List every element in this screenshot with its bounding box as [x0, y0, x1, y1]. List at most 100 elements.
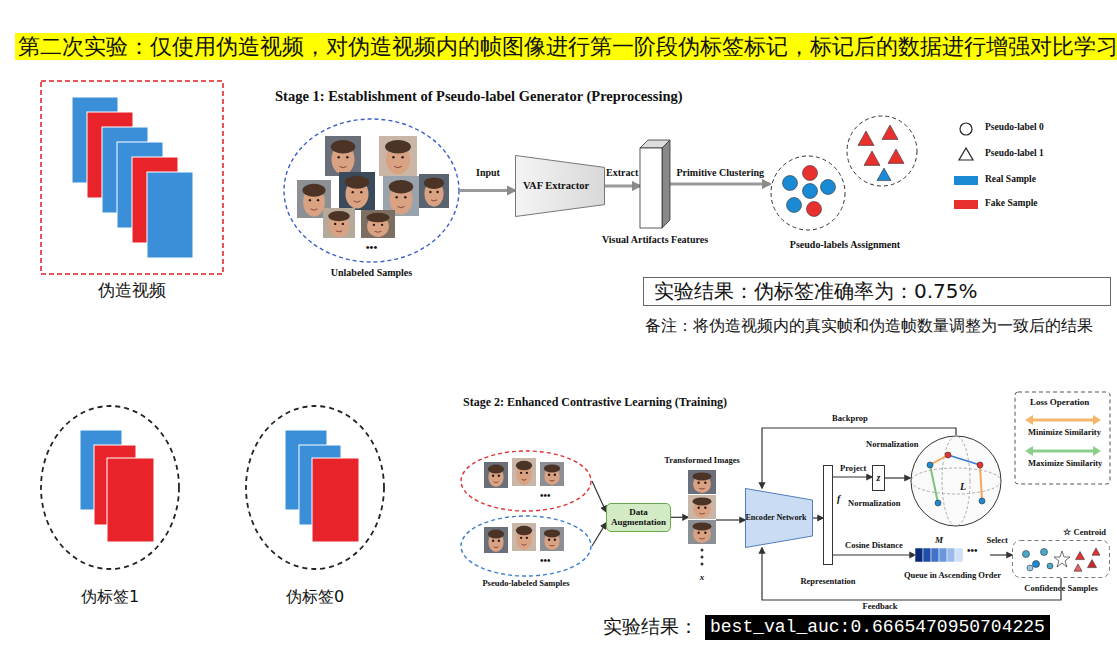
- drawing-part: [927, 462, 933, 468]
- ellipsis-text: •••: [540, 555, 551, 567]
- drawing-part: [554, 539, 556, 541]
- drawing-part: [339, 166, 346, 167]
- drawing-part: [1033, 561, 1040, 568]
- drawing-part: [360, 191, 362, 193]
- drawing-part: [516, 461, 532, 471]
- caption-text: Representation: [800, 577, 855, 587]
- drawing-part: [424, 177, 444, 189]
- drawing-part: [704, 482, 706, 484]
- drawing-part: [955, 548, 963, 562]
- edge-label: Backprop: [831, 414, 869, 424]
- drawing-part: [526, 537, 528, 539]
- legend-symbol: [959, 148, 973, 160]
- drawing-part: [697, 482, 699, 484]
- drawing-part: [540, 527, 564, 551]
- symbol-text: M: [935, 535, 943, 545]
- drawing-part: [397, 206, 404, 207]
- drawing-part: [461, 451, 591, 511]
- node-shape: [40, 405, 180, 570]
- drawing-part: [888, 149, 904, 163]
- extractor-trapezoid: VAF Extractor: [515, 155, 605, 217]
- drawing-part: [544, 464, 560, 472]
- drawing-part: [945, 452, 951, 458]
- drawing-part: [512, 458, 536, 486]
- drawing-part: [336, 231, 342, 232]
- legend-symbol: [960, 123, 972, 135]
- drawing-part: [381, 224, 383, 226]
- flow-arrow: [605, 185, 640, 188]
- augmentation-box: Data Augmentation: [606, 503, 671, 532]
- flow-arrow: [592, 481, 606, 512]
- flow-arrow: [762, 548, 1061, 600]
- drawing-part: [864, 151, 880, 165]
- drawing-part: [701, 563, 704, 566]
- slide-title: 第二次实验：仅使用伪造视频，对伪造视频内的帧图像进行第一阶段伪标签标记，标记后的…: [15, 33, 1117, 60]
- drawing-part: [512, 523, 536, 551]
- node-label: Encoder Network: [745, 513, 812, 522]
- drawing-part: [787, 198, 802, 213]
- drawing-part: [419, 174, 449, 208]
- drawing-part: [522, 544, 527, 546]
- flow-arrow: [833, 476, 872, 477]
- node-label: Data Augmentation: [611, 507, 666, 528]
- legend-heading: Loss Operation: [1030, 397, 1089, 407]
- drawing-part: [858, 131, 874, 145]
- legend-text: Maximize Similarity: [1028, 459, 1102, 469]
- ellipsis-text: •••: [540, 490, 551, 502]
- node-shape: [245, 405, 385, 570]
- edge-label: Project: [839, 464, 867, 474]
- flow-arrow: [716, 519, 745, 520]
- drawing-part: [701, 556, 704, 559]
- node-shape: [910, 435, 1002, 527]
- drawing-part: [337, 156, 339, 158]
- symbol-text: f: [837, 493, 840, 505]
- drawing-part: [688, 520, 716, 544]
- drawing-part: [342, 223, 344, 225]
- legend-text: Minimize Similarity: [1028, 428, 1101, 438]
- drawing-part: [704, 532, 706, 534]
- flow-arrow: [833, 554, 915, 555]
- edge-label: Normalization: [865, 440, 919, 450]
- sample-ellipse: •••Pseudo-labeled Samples: [460, 515, 592, 577]
- drawing-part: [704, 507, 706, 509]
- drawing-part: [328, 211, 350, 221]
- drawing-part: [699, 488, 705, 490]
- node-shape: [688, 470, 716, 570]
- drawing-part: [948, 455, 980, 465]
- drawing-part: [41, 406, 179, 569]
- caption-text: 伪标签1: [81, 588, 139, 606]
- drawing-part: [692, 522, 711, 530]
- result-box: 实验结果：伪标签准确率为：0.75%: [643, 277, 1111, 306]
- drawing-part: [520, 472, 522, 474]
- drawing-part: [492, 540, 494, 542]
- drawing-part: [392, 156, 394, 158]
- pseudo-label-circle: 伪标签0: [245, 405, 385, 570]
- drawing-part: [877, 168, 891, 181]
- drawing-part: [401, 156, 403, 158]
- drawing-part: [431, 200, 437, 201]
- flow-arrow: [592, 523, 606, 546]
- caption-text: Pseudo-labeled Samples: [482, 579, 569, 589]
- drawing-part: [977, 462, 983, 468]
- video-frames-box: 伪造视频: [40, 80, 224, 275]
- drawing-part: [1025, 415, 1033, 425]
- drawing-part: [346, 156, 348, 158]
- drawing-part: [309, 199, 311, 201]
- drawing-part: [436, 191, 438, 193]
- drawing-part: [526, 472, 528, 474]
- drawing-part: [41, 81, 223, 274]
- drawing-part: [331, 140, 355, 154]
- cluster-group: Pseudo-labels Assignment: [770, 115, 920, 235]
- node-shape: [40, 80, 224, 275]
- drawing-part: [980, 465, 982, 501]
- drawing-part: [494, 546, 499, 548]
- image-column: Transformed Imagesx: [688, 470, 716, 570]
- drawing-part: [488, 530, 504, 539]
- drawing-part: [550, 545, 555, 547]
- drawing-part: [821, 180, 836, 195]
- queue-bar: M•••Queue in Ascending Order: [915, 548, 990, 562]
- drawing-part: [429, 191, 431, 193]
- drawing-part: [688, 470, 716, 494]
- drawing-part: [701, 549, 704, 552]
